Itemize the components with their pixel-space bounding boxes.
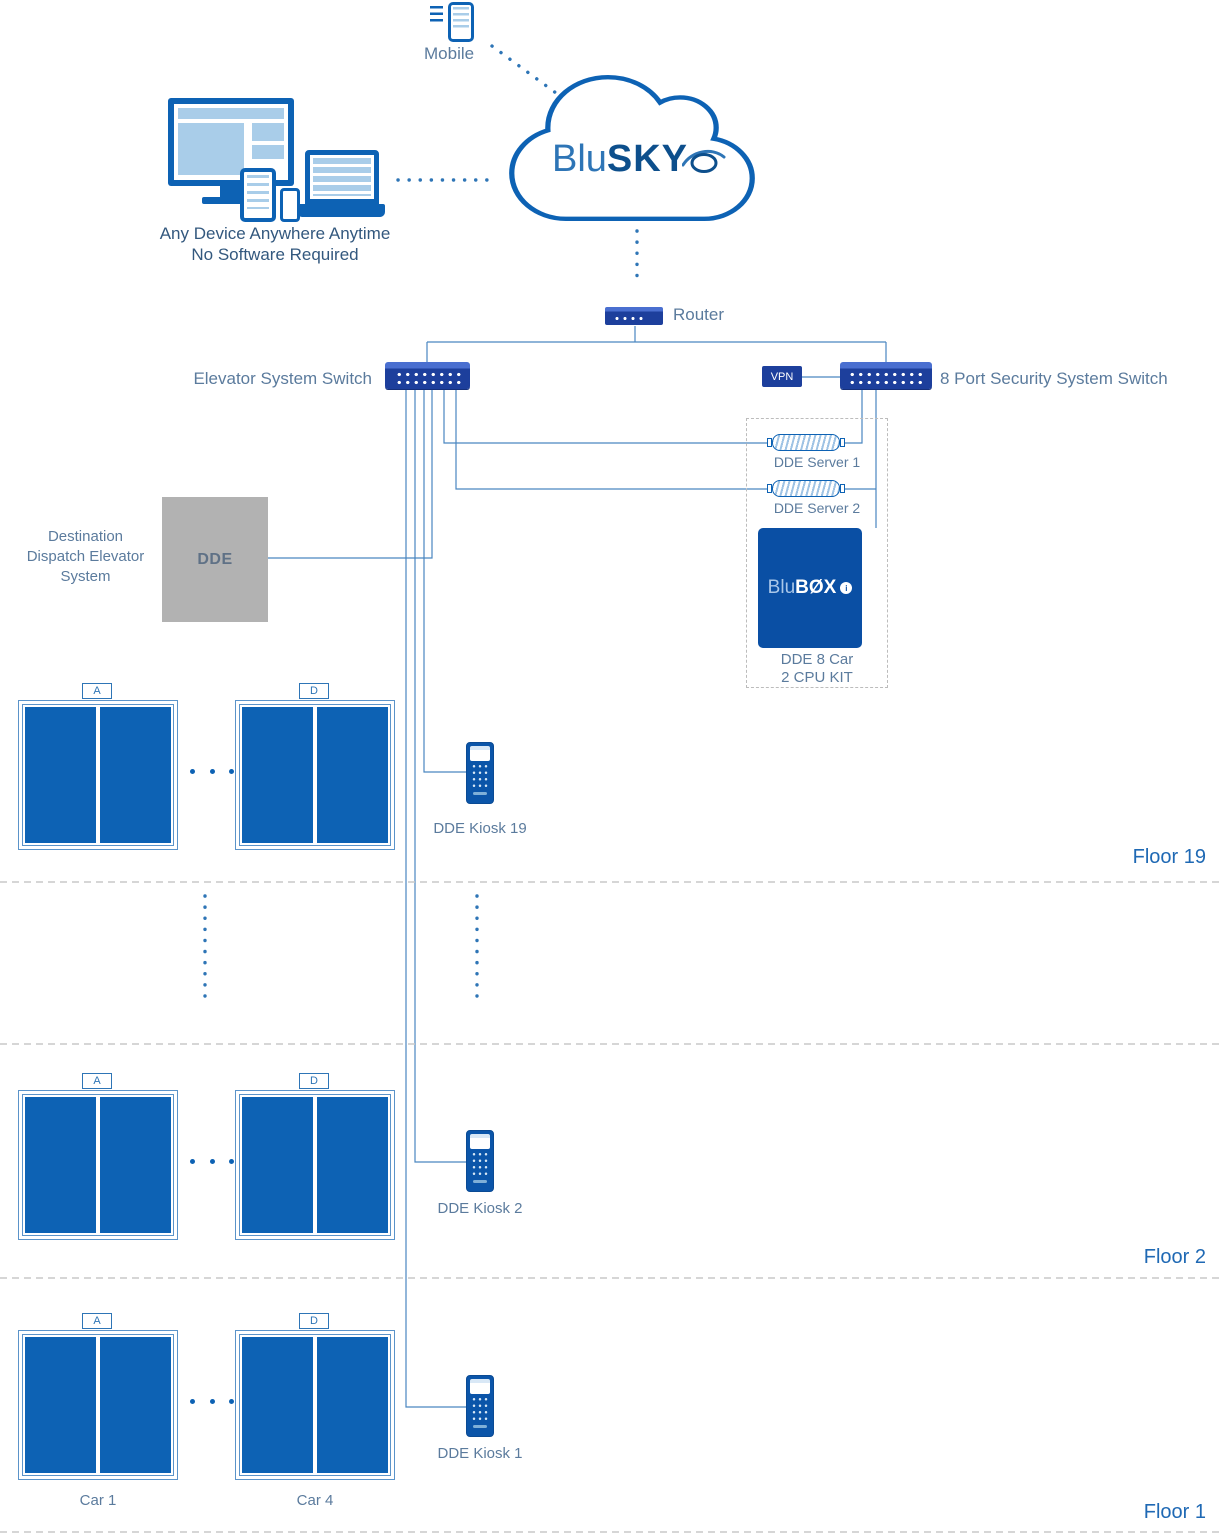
kiosk-screen [470, 746, 490, 761]
security-switch-label: 8 Port Security System Switch [940, 369, 1168, 388]
blusky-cloud-icon [509, 74, 755, 222]
monitor-stand [220, 186, 242, 197]
door-panel [317, 707, 388, 843]
door-panel [242, 1337, 313, 1473]
door-panel [100, 1097, 171, 1233]
dde-system-caption-line3: System [60, 568, 111, 585]
floor-1-label: Floor 1 [1143, 1501, 1206, 1523]
kiosk-screen [470, 1379, 490, 1394]
dde-kiosk-1-icon [466, 1375, 494, 1437]
dde-kit-groupbox [746, 418, 888, 688]
dotted-wires [203, 44, 639, 1008]
mobile-signal-icon [430, 6, 443, 22]
door-panel [100, 1337, 171, 1473]
desktop-monitor-icon [168, 98, 294, 186]
door-panel [317, 1337, 388, 1473]
car-4-label: Car 4 [296, 1492, 334, 1509]
monitor-base [202, 197, 260, 204]
more-cars-dots [190, 768, 234, 774]
kiosk-screen [470, 1134, 490, 1149]
dde-server-1-label: DDE Server 1 [773, 454, 861, 470]
router-icon [605, 307, 663, 325]
dde-kiosk-19-icon [466, 742, 494, 804]
dde-box-label: DDE [197, 550, 233, 568]
dde-controller-box: DDE [162, 497, 268, 622]
kiosk-keypad [471, 1151, 489, 1177]
door-panel [317, 1097, 388, 1233]
door-panel [25, 1097, 96, 1233]
elevator-switch-label: Elevator System Switch [193, 369, 372, 388]
dde-server-1-icon [767, 434, 845, 451]
dde-server-2-label: DDE Server 2 [773, 500, 861, 516]
door-label-d: D [299, 1313, 329, 1329]
elevator-doors-left-floor2 [18, 1090, 178, 1240]
elevator-doors-right-floor1 [235, 1330, 395, 1480]
elevator-doors-right-floor2 [235, 1090, 395, 1240]
kiosk-slot [473, 792, 487, 795]
more-cars-dots [190, 1398, 234, 1404]
router-label: Router [673, 305, 725, 324]
door-panel [25, 707, 96, 843]
elevator-system-switch-icon [385, 362, 470, 389]
door-panel [242, 1097, 313, 1233]
cpu-kit-label-line1: DDE 8 Car [780, 651, 854, 668]
floor-2-label: Floor 2 [1143, 1246, 1206, 1268]
door-label-a: A [82, 1313, 112, 1329]
dde-system-caption-line1: Destination [47, 528, 124, 545]
door-label-d: D [299, 683, 329, 699]
dde-kiosk-2-icon [466, 1130, 494, 1192]
blusky-swoosh-icon [682, 149, 726, 173]
door-panel [242, 707, 313, 843]
dde-server-2-icon [767, 480, 845, 497]
blusky-logo-sky: SKY [606, 138, 689, 180]
dde-system-caption-line2: Dispatch Elevator [26, 548, 145, 565]
kiosk-keypad [471, 763, 489, 789]
elevator-doors-left-floor19 [18, 700, 178, 850]
tablet-icon [240, 168, 276, 222]
blubox-logo-blu: Blu [767, 577, 796, 598]
mobile-phone-icon [448, 2, 474, 42]
more-cars-dots [190, 1158, 234, 1164]
mobile-label: Mobile [424, 44, 475, 63]
blusky-logo-blu: Blu [551, 138, 607, 180]
kiosk-2-label: DDE Kiosk 2 [437, 1200, 523, 1217]
kiosk-slot [473, 1180, 487, 1183]
floor-19-label: Floor 19 [1132, 846, 1206, 868]
car-1-label: Car 1 [79, 1492, 117, 1509]
door-panel [25, 1337, 96, 1473]
laptop-screen-icon [305, 150, 379, 204]
door-label-a: A [82, 1073, 112, 1089]
info-icon: i [840, 582, 853, 594]
devices-caption-line1: Any Device Anywhere Anytime [159, 224, 391, 243]
laptop-base [297, 204, 385, 217]
door-label-d: D [299, 1073, 329, 1089]
blubox-logo-box: BØX [795, 577, 837, 598]
door-label-a: A [82, 683, 112, 699]
kiosk-1-label: DDE Kiosk 1 [437, 1445, 523, 1462]
kiosk-slot [473, 1425, 487, 1428]
kiosk-19-label: DDE Kiosk 19 [433, 820, 527, 837]
devices-caption-line2: No Software Required [191, 245, 359, 264]
cpu-kit-label-line2: 2 CPU KIT [781, 669, 853, 686]
phone-icon [280, 188, 300, 222]
solid-wires [268, 326, 887, 1408]
door-panel [100, 707, 171, 843]
floor-divider-lines [0, 881, 1223, 1533]
kiosk-keypad [471, 1396, 489, 1422]
vpn-badge: VPN [762, 366, 802, 387]
security-system-switch-icon [840, 362, 932, 389]
elevator-doors-right-floor19 [235, 700, 395, 850]
elevator-doors-left-floor1 [18, 1330, 178, 1480]
